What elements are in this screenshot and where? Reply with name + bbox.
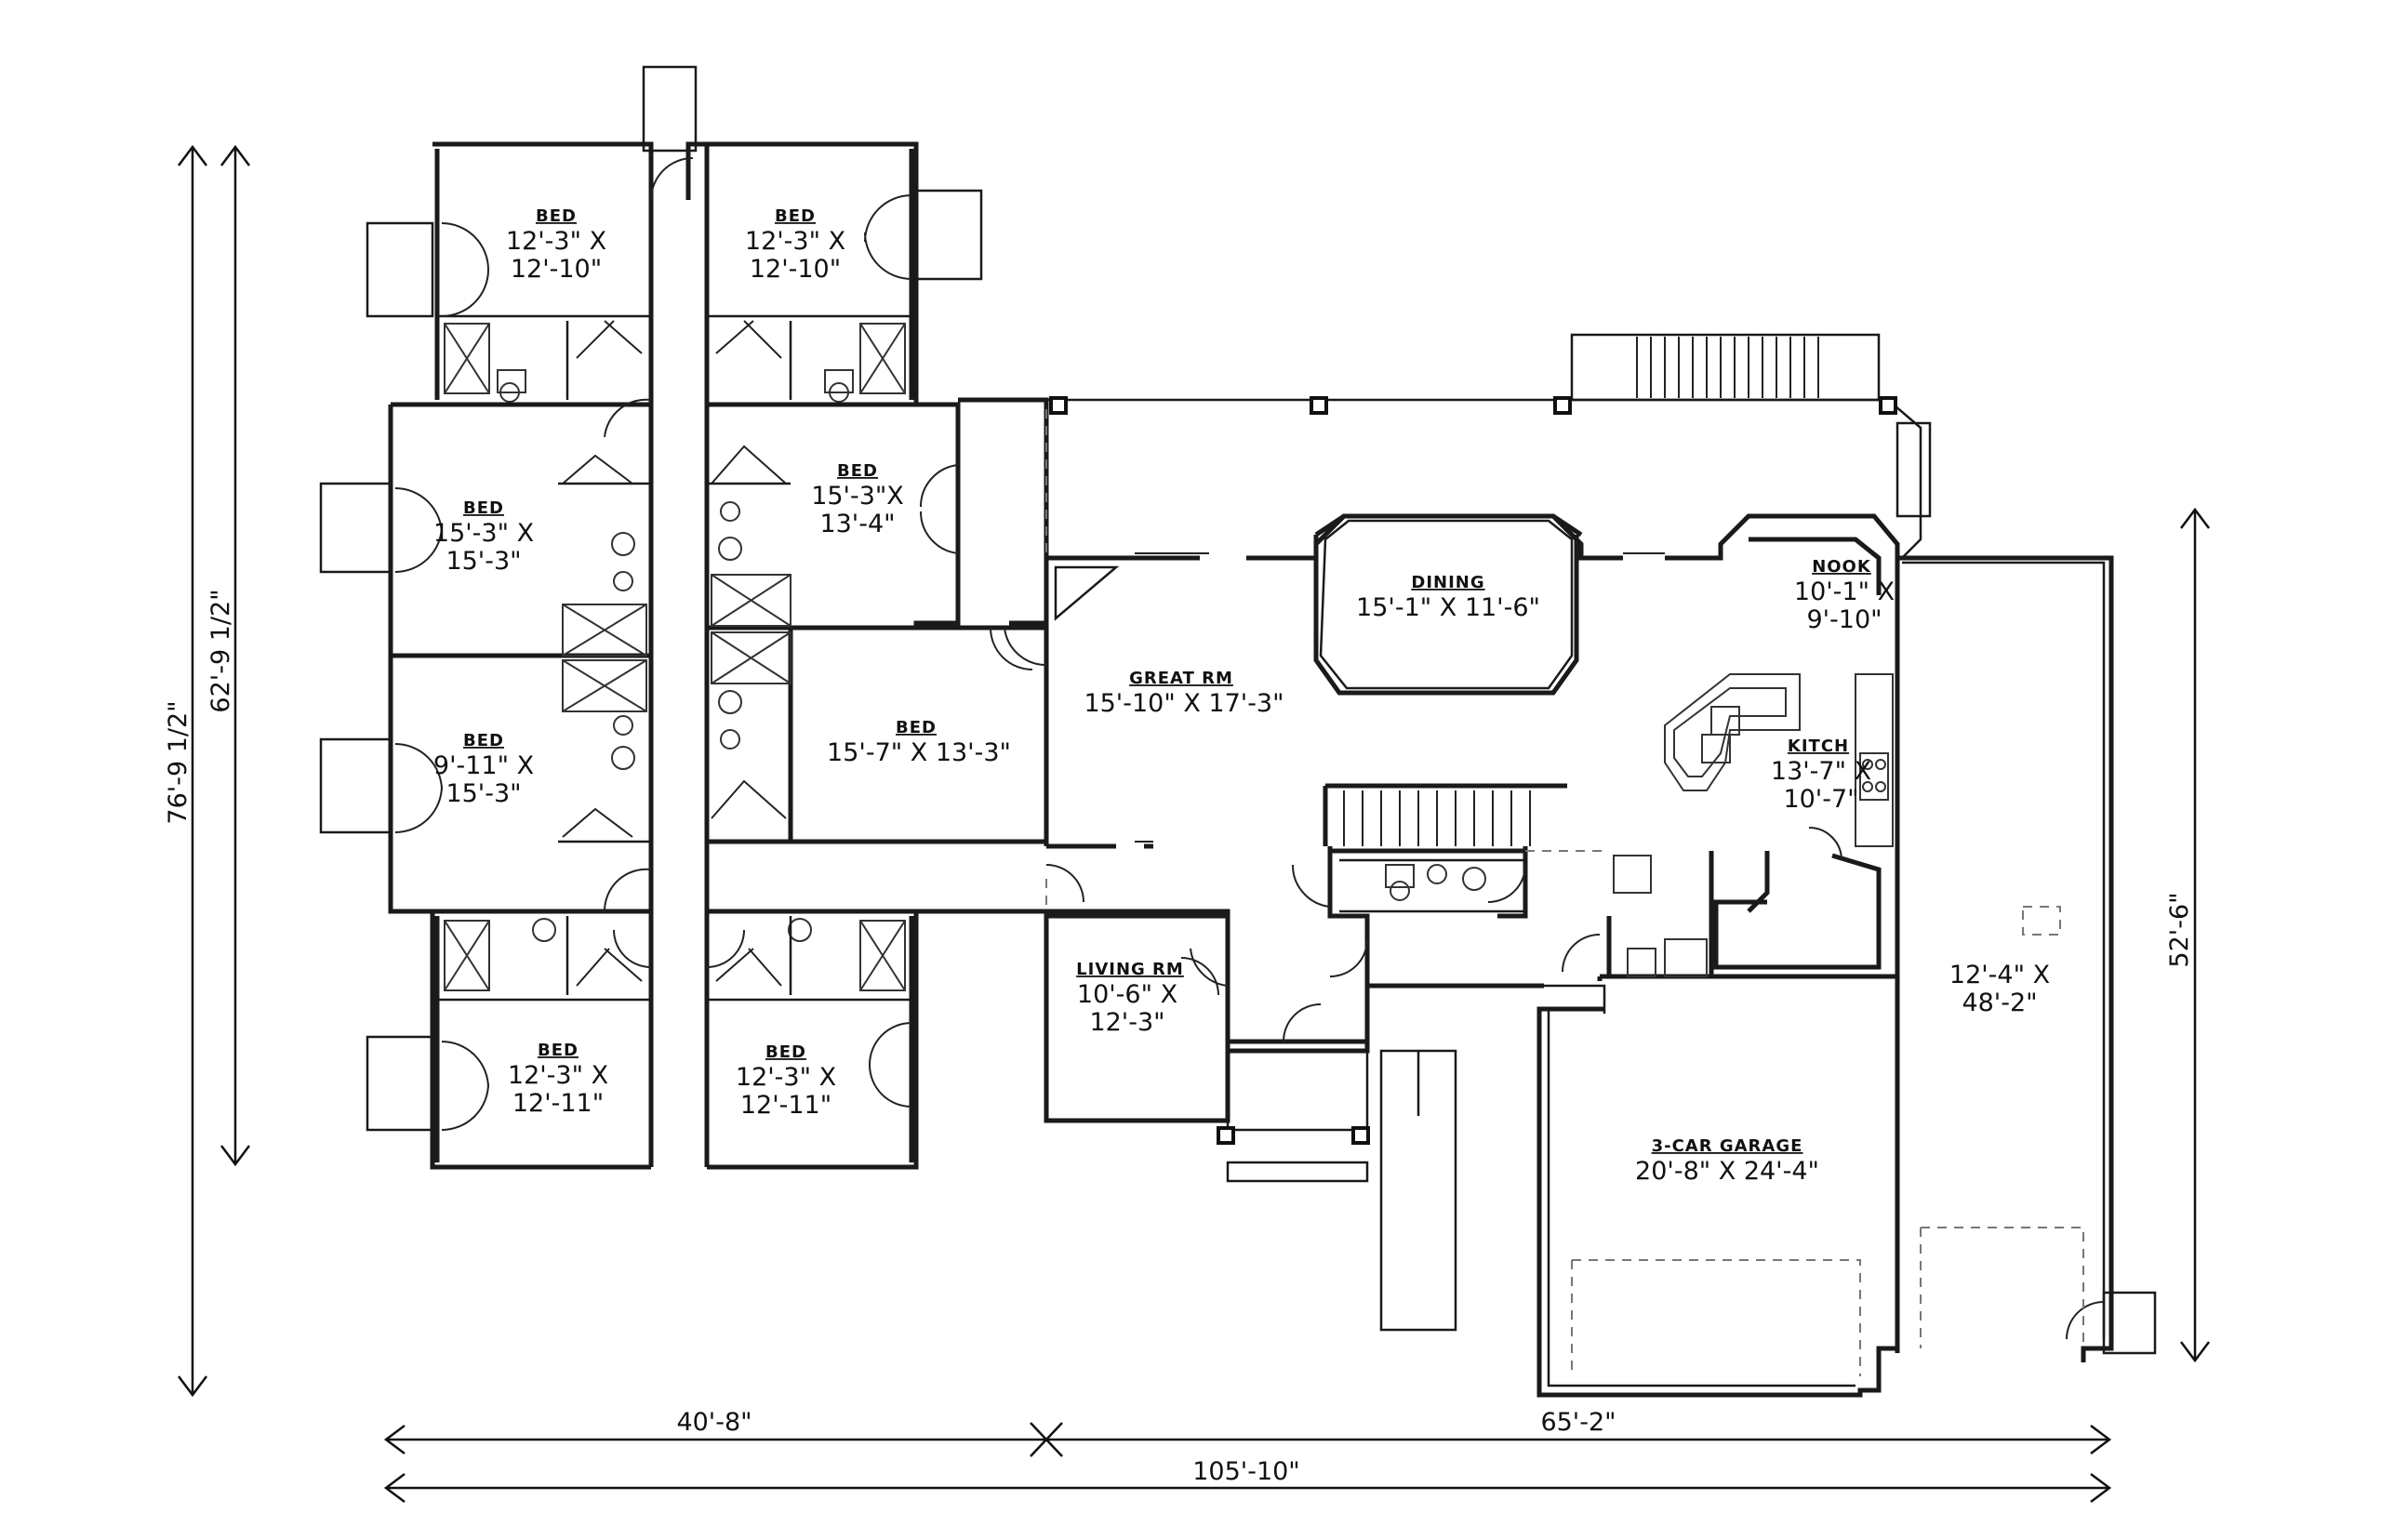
room-name: BED [775,206,816,226]
room-size: 15'-10" X 17'-3" [1084,689,1284,718]
room-name: 3-CAR GARAGE [1652,1136,1803,1156]
room-name: GREAT RM [1129,669,1233,688]
main-stair [1343,790,1531,846]
left-width-label: 40'-8" [676,1408,752,1437]
room-size: 15'-3" [446,779,521,808]
room-name: BED [538,1041,579,1060]
right-width-label: 65'-2" [1540,1408,1616,1437]
room-size: 13'-4" [819,510,895,538]
dimension-lines [178,144,2210,1503]
dimension-labels: 76'-9 1/2" 62'-9 1/2" 52'-6" 40'-8" 65'-… [164,589,2194,1486]
garage-depth-label: 52'-6" [2165,892,2194,967]
room-size: 20'-8" X 24'-4" [1635,1157,1819,1186]
room-size: 12'-3" [1089,1008,1164,1037]
room-name: KITCH [1788,737,1849,756]
room-name: BED [896,718,937,737]
room-size: 13'-7" X [1771,757,1871,786]
overall-depth-label: 76'-9 1/2" [164,700,193,824]
room-size: 12'-3" X [745,227,845,256]
room-labels: BED 12'-3" X 12'-10" BED 12'-3" X 12'-10… [433,206,2050,1186]
room-size: 9'-10" [1806,605,1882,634]
room-name: DINING [1411,573,1484,592]
room-size: 10'-7" [1783,785,1858,814]
bedroom-wing [319,65,1049,1170]
room-size: 9'-11" X [433,751,534,780]
room-size: 10'-1" X [1794,578,1895,606]
room-name: BED [463,731,504,750]
overall-width-label: 105'-10" [1192,1457,1299,1486]
room-size: 15'-3" X [433,519,534,548]
room-size: 15'-1" X 11'-6" [1356,593,1540,622]
room-size: 15'-3" [446,547,521,576]
garage [1536,555,2157,1398]
rear-stair [1636,337,1819,398]
room-name: NOOK [1812,557,1871,577]
room-name: LIVING RM [1076,960,1184,979]
room-size: 12'-3" X [736,1063,836,1092]
room-size: 48'-2" [1962,989,2037,1017]
room-size: 15'-7" X 13'-3" [827,738,1011,767]
room-size: 12'-10" [750,255,841,284]
room-size: 12'-3" X [506,227,606,256]
room-name: BED [536,206,577,226]
room-name: BED [463,498,504,518]
room-size: 10'-6" X [1077,980,1177,1009]
main-house [958,333,1932,1332]
room-size: 12'-4" X [1949,961,2050,989]
room-size: 12'-11" [740,1091,831,1120]
room-size: 15'-3"X [811,482,904,511]
room-size: 12'-11" [512,1089,604,1118]
room-name: BED [765,1042,806,1062]
wing-depth-label: 62'-9 1/2" [206,589,235,712]
room-size: 12'-3" X [508,1061,608,1090]
room-size: 12'-10" [511,255,602,284]
room-name: BED [837,461,878,481]
